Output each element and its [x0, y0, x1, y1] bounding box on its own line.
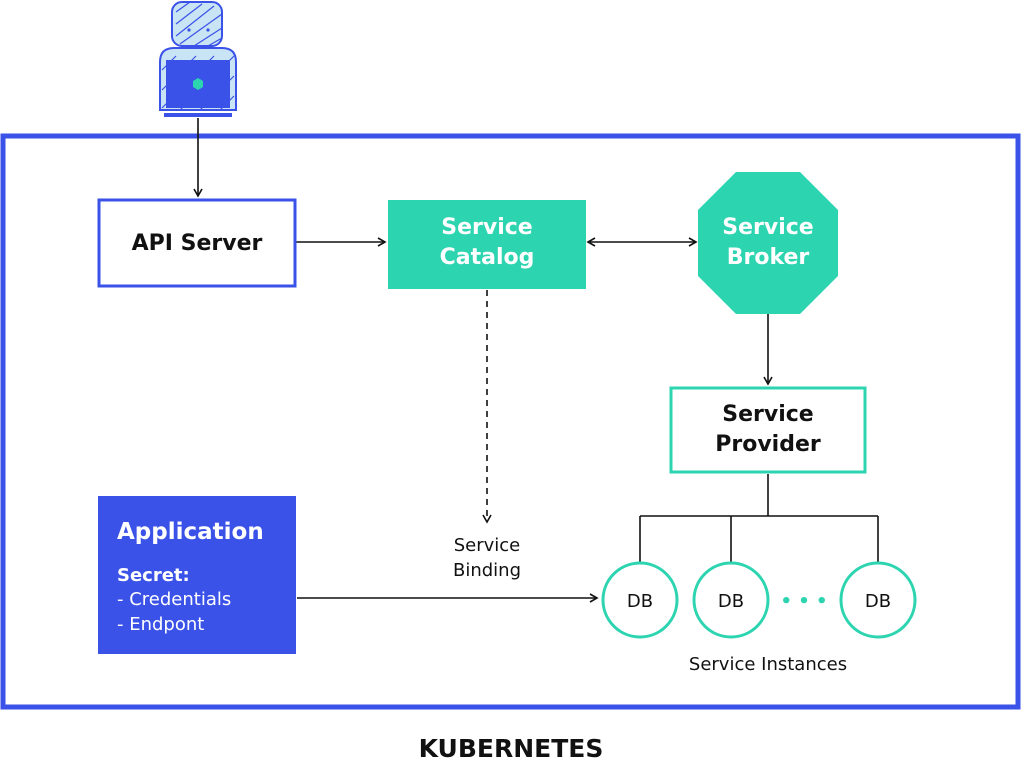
service-binding-label-line2: Binding: [453, 560, 521, 581]
service-binding-label-line1: Service: [454, 535, 521, 556]
db-instance-circle: [601, 561, 679, 639]
service-catalog-label-line2: Catalog: [440, 245, 535, 270]
kubernetes-label: KUBERNETES: [419, 734, 604, 763]
api-server-box: [97, 198, 297, 288]
service-broker-octagon: [698, 172, 838, 314]
db-instance-label: DB: [865, 591, 891, 612]
db-instance-label: DB: [627, 591, 653, 612]
application-secret-item: - Credentials: [117, 589, 231, 610]
service-provider-box: [669, 386, 867, 474]
db-instance-label: DB: [718, 591, 744, 612]
application-title: Application: [117, 519, 264, 545]
service-catalog-label-line1: Service: [441, 215, 532, 240]
api-server-label: API Server: [132, 231, 263, 256]
kubernetes-cluster-frame: [0, 133, 1021, 710]
service-broker-label-line1: Service: [722, 215, 813, 240]
application-secret-label: Secret:: [117, 565, 190, 586]
application-box: [98, 496, 296, 654]
service-instances-label: Service Instances: [689, 654, 847, 675]
db-instance-circle: [692, 561, 770, 639]
service-broker-label-line2: Broker: [727, 245, 810, 270]
service-provider-label-line1: Service: [722, 402, 813, 427]
application-secret-item: - Endpont: [117, 614, 204, 635]
developer-with-laptop-icon: [159, 1, 237, 117]
db-ellipsis: • • •: [780, 591, 827, 612]
provider-to-instances-connector: [639, 474, 879, 562]
service-provider-label-line2: Provider: [715, 432, 821, 457]
service-catalog-box: [388, 200, 586, 289]
db-instance-circle: [839, 561, 917, 639]
